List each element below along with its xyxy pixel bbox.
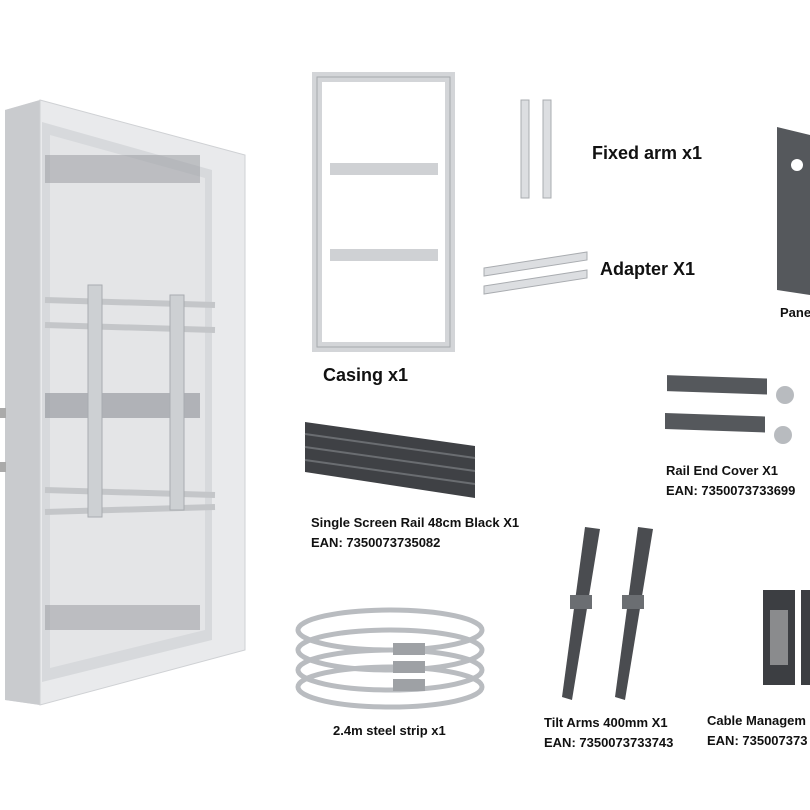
panel-bracket-image	[777, 127, 810, 295]
tilt-arms-label: Tilt Arms 400mm X1 EAN: 7350073733743	[544, 713, 673, 753]
cable-management-name: Cable Managem	[707, 713, 806, 728]
cable-management-label: Cable Managem EAN: 735007373	[707, 711, 807, 751]
cable-management-image	[763, 590, 810, 685]
rail-end-cover-ean: EAN: 7350073733699	[666, 483, 796, 498]
panel-label: Pane	[780, 305, 810, 320]
steel-strip-image	[295, 607, 485, 710]
single-rail-ean: EAN: 7350073735082	[311, 535, 441, 550]
rail-end-cover-image	[665, 375, 794, 444]
steel-strip-label: 2.4m steel strip x1	[333, 723, 446, 738]
tilt-arms-ean: EAN: 7350073733743	[544, 735, 674, 750]
single-screen-rail-image	[304, 422, 476, 498]
adapter-label: Adapter X1	[600, 259, 696, 279]
single-rail-name: Single Screen Rail 48cm Black X1	[311, 515, 520, 530]
cable-management-ean: EAN: 735007373	[707, 733, 808, 748]
enclosure-image	[0, 99, 246, 706]
fixed-arm-image	[520, 99, 552, 199]
tilt-arms-image	[562, 527, 653, 700]
rail-end-cover-name: Rail End Cover X1	[666, 463, 778, 478]
adapter-image	[483, 251, 588, 295]
casing-label: Casing x1	[323, 365, 409, 385]
rail-end-cover-label: Rail End Cover X1 EAN: 7350073733699	[666, 461, 795, 501]
fixed-arm-label: Fixed arm x1	[592, 143, 703, 163]
tilt-arms-name: Tilt Arms 400mm X1	[544, 715, 668, 730]
casing-image	[312, 72, 455, 352]
single-rail-label: Single Screen Rail 48cm Black X1 EAN: 73…	[311, 513, 519, 553]
